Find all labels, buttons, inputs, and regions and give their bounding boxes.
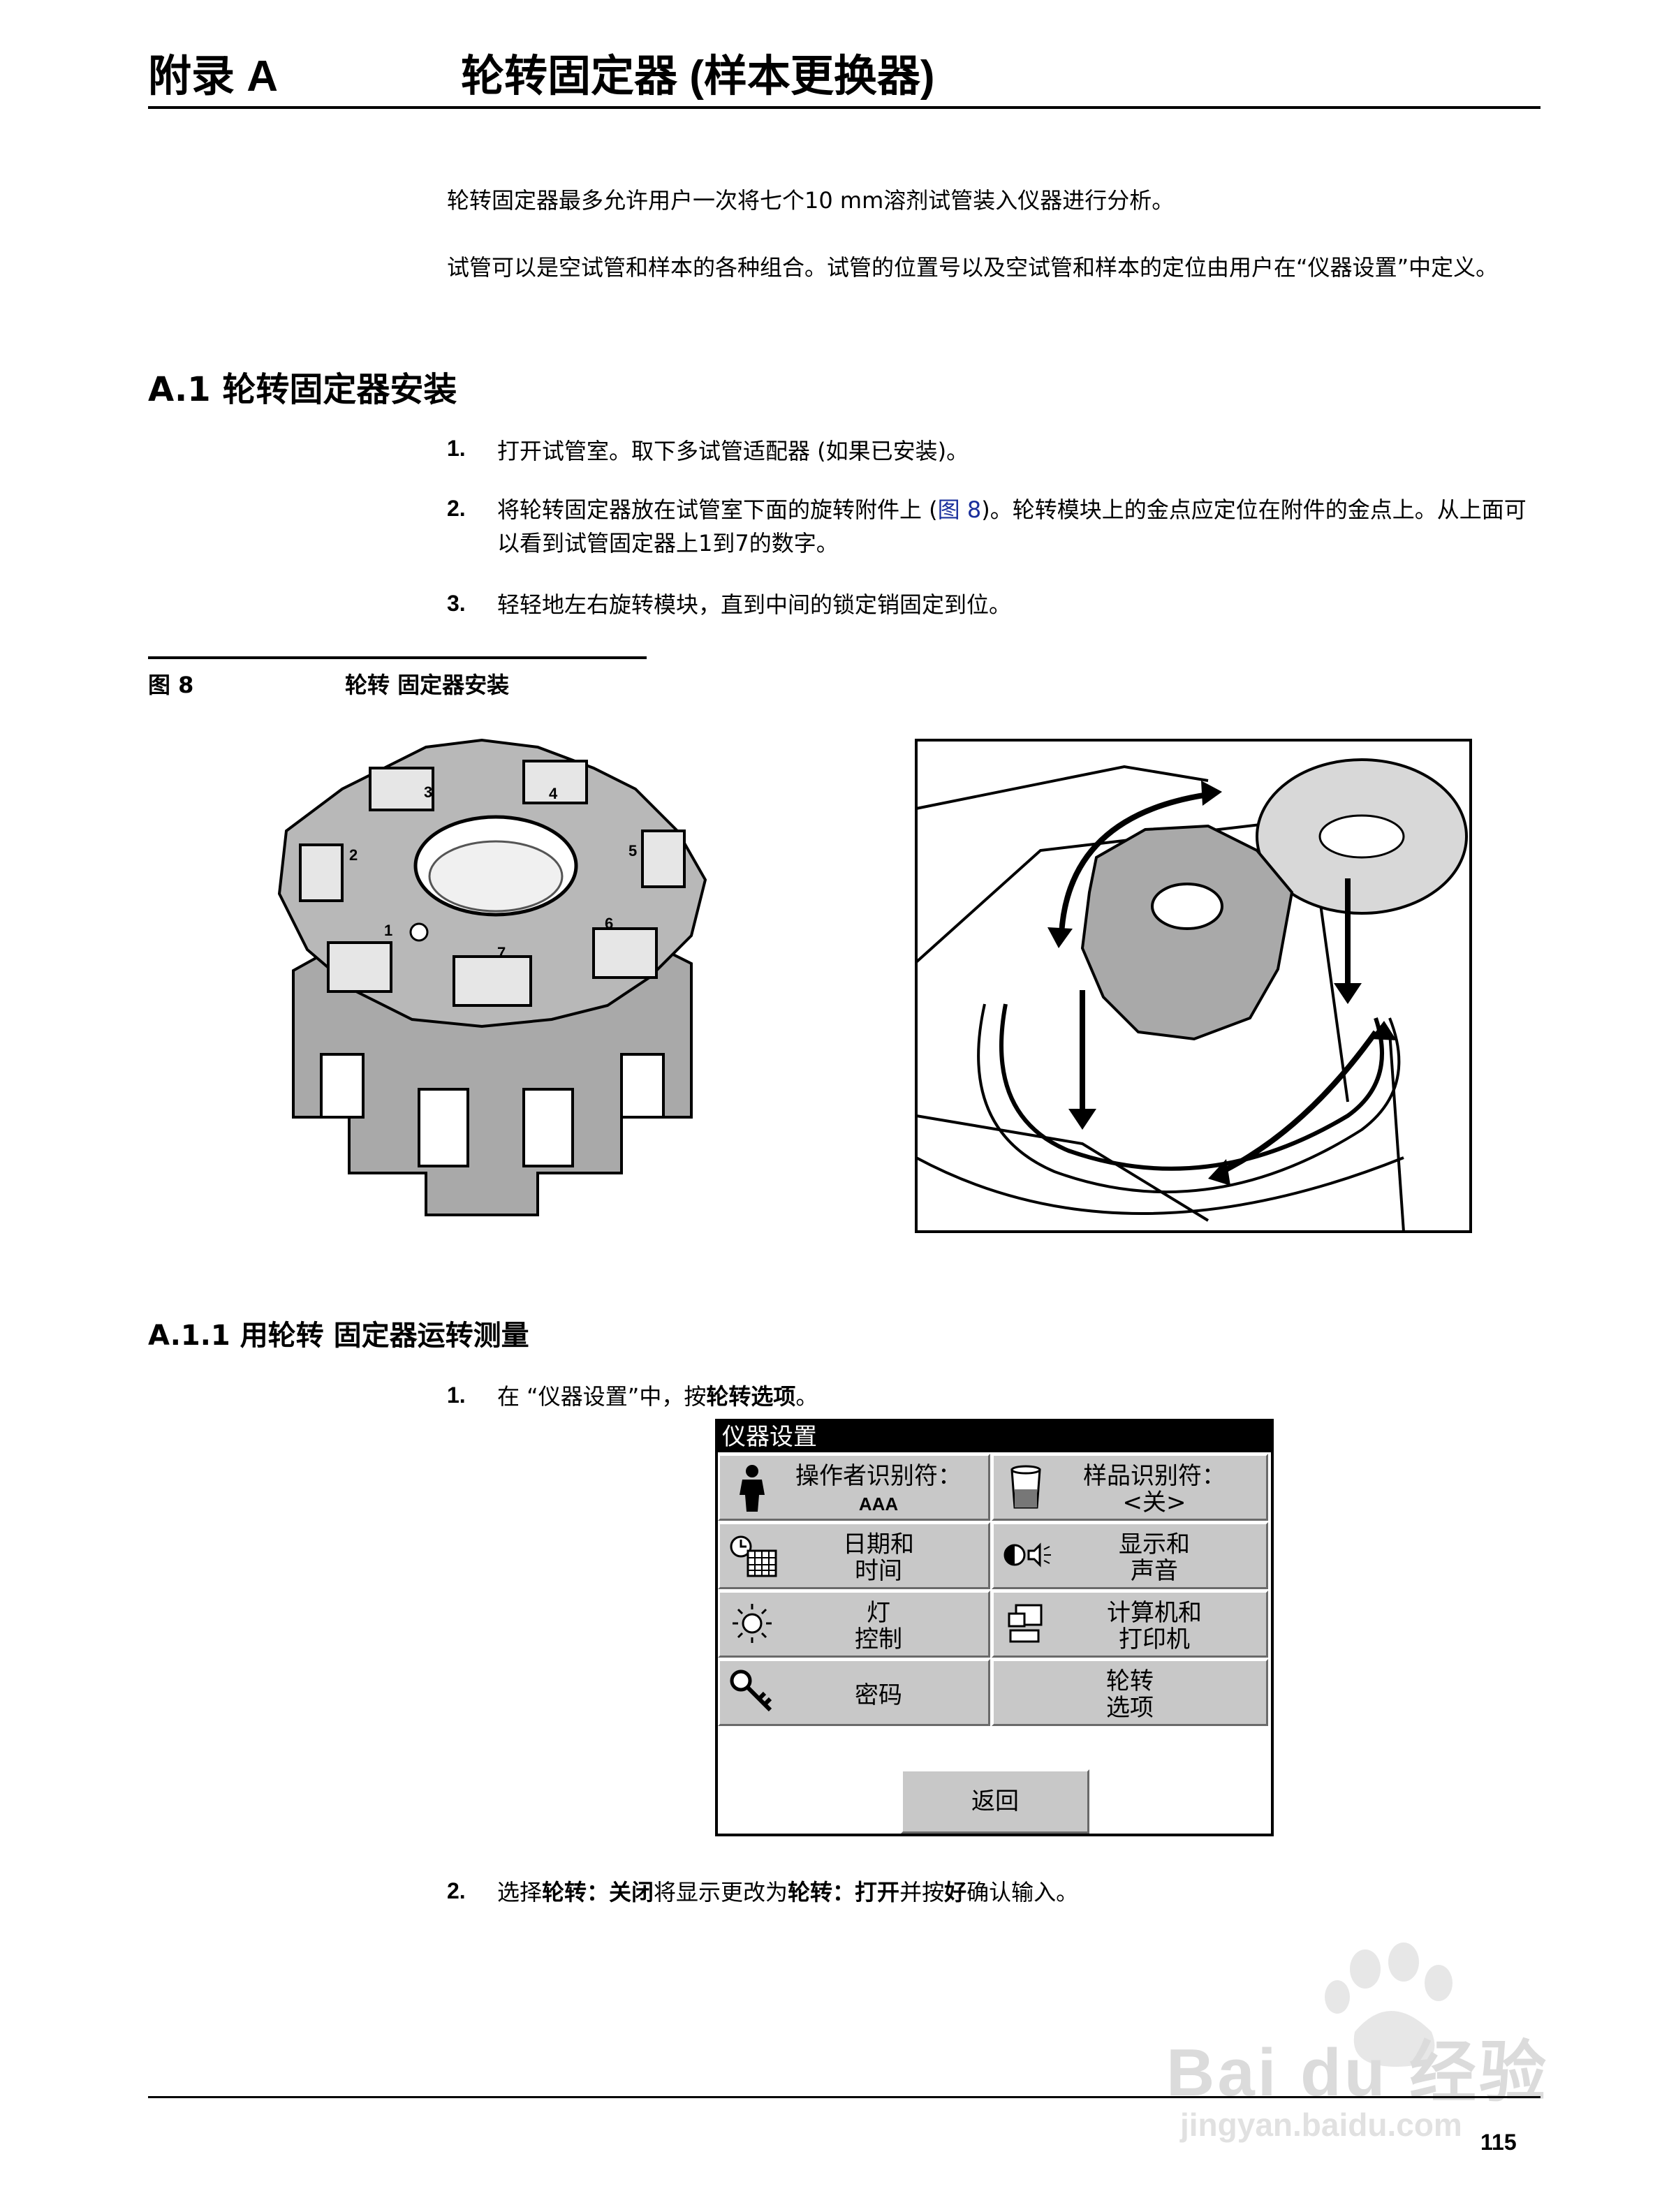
step-text: 轻轻地左右旋转模块，直到中间的锁定销固定到位。: [497, 591, 1012, 618]
holder-number-2: 2: [349, 846, 358, 864]
computer-printer-icon: [1008, 1604, 1043, 1643]
carousel-options-button[interactable]: 轮转 选项: [992, 1659, 1268, 1726]
lamp-control-button[interactable]: 灯 控制: [718, 1591, 990, 1658]
computer-printer-button[interactable]: 计算机和 打印机: [992, 1591, 1268, 1658]
watermark-url: jingyan.baidu.com: [1180, 2107, 1462, 2143]
watermark-brand: Bai du 经验: [1166, 2035, 1550, 2110]
back-button[interactable]: 返回: [901, 1769, 1089, 1834]
intro-paragraph-2: 试管可以是空试管和样本的各种组合。试管的位置号以及空试管和样本的定位由用户在“仪…: [447, 254, 1499, 281]
sample-id-label: 样品识别符：<关>: [1083, 1462, 1226, 1517]
header-divider: [148, 106, 1540, 109]
password-button[interactable]: 密码: [718, 1659, 990, 1726]
installation-illustration: [915, 739, 1472, 1233]
key-icon: [730, 1669, 772, 1712]
step-text: 将轮转固定器放在试管室下面的旋转附件上 (图 8)。轮转模块上的金点应定位在附件…: [497, 496, 1527, 556]
operator-id-button[interactable]: 操作者识别符：AAA: [718, 1454, 990, 1521]
step-number: 2.: [447, 496, 466, 521]
holder-number-7: 7: [497, 944, 506, 961]
display-sound-button[interactable]: 显示和 声音: [992, 1522, 1268, 1589]
paw-logo-icon: [1325, 1942, 1453, 2067]
step-number: 1.: [447, 436, 466, 461]
screen-title: 仪器设置: [718, 1422, 1271, 1452]
step-number: 1.: [447, 1382, 466, 1408]
password-label: 密码: [855, 1681, 902, 1709]
date-time-button[interactable]: 日期和 时间: [718, 1522, 990, 1589]
holder-number-3: 3: [424, 783, 433, 801]
lamp-icon: [733, 1604, 772, 1643]
lamp-control-label: 灯 控制: [855, 1599, 902, 1653]
figure-divider: [148, 656, 647, 659]
date-time-label: 日期和 时间: [843, 1531, 914, 1585]
footer-divider: [148, 2096, 1540, 2098]
step-text: 打开试管室。取下多试管适配器 (如果已安装)。: [497, 438, 969, 464]
intro-paragraph-1: 轮转固定器最多允许用户一次将七个10 mm溶剂试管装入仪器进行分析。: [447, 187, 1175, 214]
step-number: 3.: [447, 591, 466, 616]
person-icon: [740, 1465, 765, 1512]
computer-printer-label: 计算机和 打印机: [1107, 1599, 1202, 1653]
operator-id-label: 操作者识别符：AAA: [795, 1462, 962, 1514]
carousel-options-label: 轮转 选项: [1106, 1667, 1154, 1722]
figure-link[interactable]: 图 8: [937, 496, 982, 523]
beaker-icon: [1010, 1465, 1041, 1509]
page-title: 轮转固定器 (样本更换器): [461, 52, 935, 101]
display-sound-label: 显示和 声音: [1119, 1531, 1190, 1585]
holder-number-5: 5: [628, 842, 638, 860]
holder-number-6: 6: [605, 915, 614, 932]
appendix-label: 附录 A: [148, 52, 279, 101]
figure-label: 图 8: [148, 672, 194, 698]
page-number: 115: [1480, 2130, 1517, 2155]
step-number: 2.: [447, 1878, 466, 1903]
holder-number-4: 4: [549, 785, 558, 802]
step-text: 选择轮转：关闭将显示更改为轮转：打开并按好确认输入。: [497, 1879, 1079, 1905]
instrument-settings-screen: 仪器设置 操作者识别符：AAA 样品识别符：<关> 日期和 时间: [715, 1419, 1274, 1836]
clock-calendar-icon: [730, 1535, 777, 1577]
display-sound-icon: [1003, 1542, 1051, 1568]
sample-id-button[interactable]: 样品识别符：<关>: [992, 1454, 1268, 1521]
step-text: 在 “仪器设置”中，按轮转选项。: [497, 1383, 818, 1410]
holder-number-1: 1: [384, 922, 393, 939]
figure-caption: 轮转 固定器安装: [345, 672, 510, 698]
section-heading-a1: A.1 轮转固定器安装: [148, 370, 457, 409]
carousel-holder-illustration: [277, 738, 707, 1216]
section-heading-a11: A.1.1 用轮转 固定器运转测量: [148, 1320, 529, 1352]
